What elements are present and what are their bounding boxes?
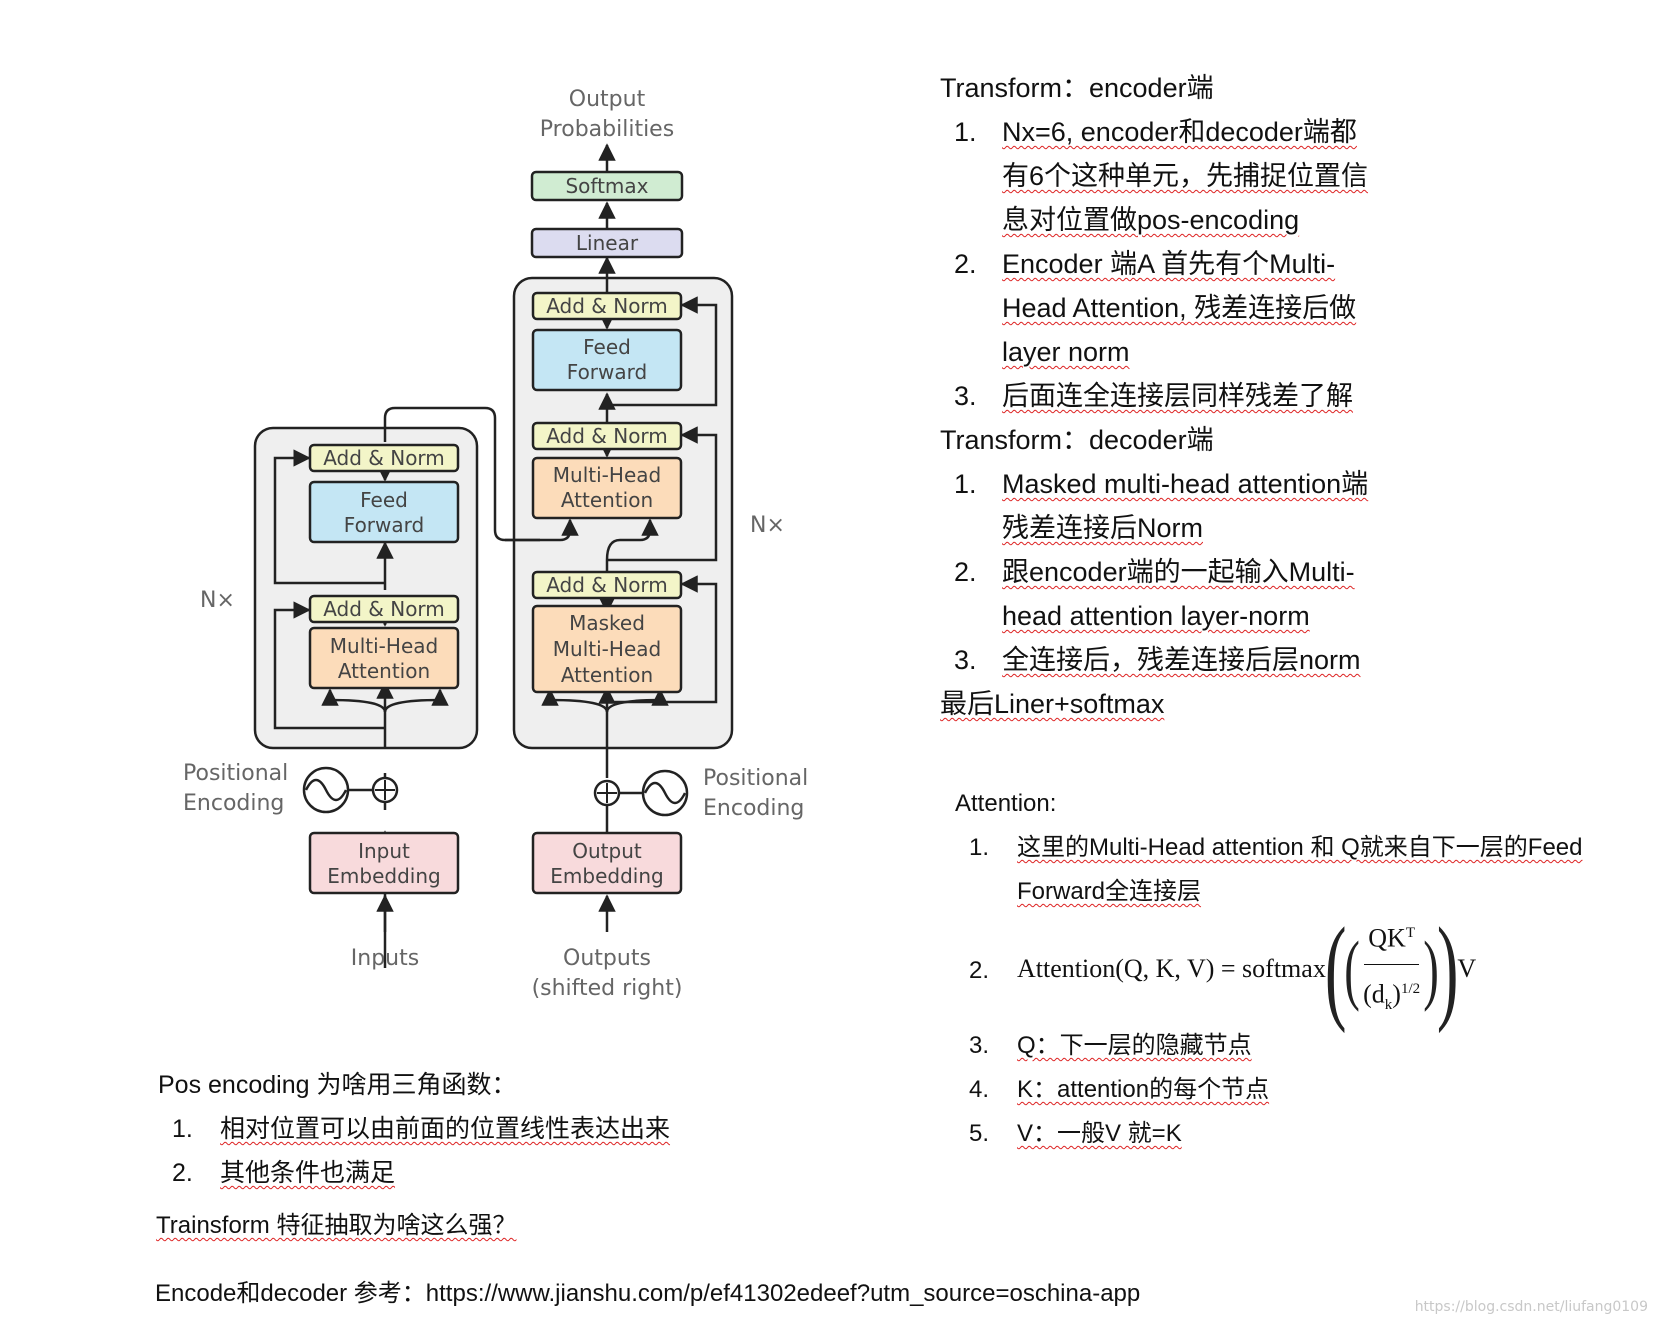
output-embedding-label-2: Embedding (550, 864, 663, 888)
list-item: 1.Nx=6, encoder和decoder端都有6个这种单元，先捕捉位置信息… (954, 117, 1369, 235)
encoder-heading: Transform：encoder端 (940, 73, 1214, 103)
list-item: 3.Q：下一层的隐藏节点 (969, 1032, 1252, 1059)
output-probabilities-label-2: Probabilities (540, 117, 674, 142)
decoder-mha-label-1: Multi-Head (553, 463, 661, 487)
list-item-formula: 2. Attention(Q, K, V) = softmax ( ( QKT … (969, 903, 1477, 1034)
decoder-nx-label: N× (750, 513, 785, 538)
pos-list: 1.相对位置可以由前面的位置线性表达出来 2.其他条件也满足 (158, 1107, 858, 1195)
encoder-feed-forward (308, 480, 460, 544)
attention-note-4: K：attention的每个节点 (1017, 1076, 1270, 1103)
pos-heading: Pos encoding 为啥用三角函数： (158, 1071, 517, 1099)
reference-link: Encode和decoder 参考：https://www.jianshu.co… (155, 1280, 1141, 1307)
decoder-add-norm-bottom-label: Add & Norm (546, 573, 668, 597)
pos-note-2: 其他条件也满足 (220, 1159, 396, 1187)
output-embedding (531, 831, 683, 895)
outputs-label-2: (shifted right) (532, 976, 683, 1001)
pos-note-1: 相对位置可以由前面的位置线性表达出来 (220, 1115, 671, 1143)
encoder-add-norm-top (308, 443, 460, 473)
decoder-feed-forward (531, 328, 683, 392)
softmax-label: Softmax (565, 174, 648, 198)
inputs-label: Inputs (351, 946, 419, 971)
encoder-feed-forward-label-2: Forward (344, 513, 424, 537)
list-item: 5.V：一般V 就=K (969, 1120, 1182, 1147)
decoder-add-norm-top (531, 291, 683, 321)
encoder-multi-head-attention (308, 626, 460, 690)
formula-fraction: QKT (dk)1/2 (1363, 911, 1420, 1028)
decoder-note-3: 全连接后，残差连接后层norm (1002, 645, 1361, 675)
softmax-block (530, 170, 684, 202)
watermark: https://blog.csdn.net/liufang0109 (1414, 1299, 1648, 1315)
attention-formula: Attention(Q, K, V) = softmax ( ( QKT (dk… (1017, 903, 1477, 1034)
input-embedding-label-1: Input (358, 839, 410, 863)
input-embedding-label-2: Embedding (327, 864, 440, 888)
linear-block (530, 227, 684, 259)
decoder-add-norm-top-label: Add & Norm (546, 294, 668, 318)
encoder-pos-enc-label-1: Positional (183, 761, 288, 786)
input-embedding (308, 831, 460, 895)
decoder-list: 1.Masked multi-head attention端 残差连接后Norm… (940, 462, 1380, 682)
list-item: 1.这里的Multi-Head attention 和 Q就来自下一层的Feed… (969, 834, 1583, 905)
list-item: 3.后面连全连接层同样残差了解 (954, 381, 1353, 411)
decoder-heading: Transform：decoder端 (940, 425, 1214, 455)
encoder-note-1: Nx=6, encoder和decoder端都有6个这种单元，先捕捉位置信息对位… (1002, 117, 1369, 235)
pos-encoding-notes: Pos encoding 为啥用三角函数： 1.相对位置可以由前面的位置线性表达… (158, 1063, 858, 1195)
attention-note-3: Q：下一层的隐藏节点 (1017, 1032, 1252, 1059)
decoder-add-norm-bottom (531, 570, 683, 600)
encoder-note-3: 后面连全连接层同样残差了解 (1002, 381, 1353, 411)
attention-notes: Attention: 1.这里的Multi-Head attention 和 Q… (955, 782, 1635, 1156)
decoder-add-norm-middle-label: Add & Norm (546, 424, 668, 448)
encoder-add-norm-top-label: Add & Norm (323, 446, 445, 470)
encoder-list: 1.Nx=6, encoder和decoder端都有6个这种单元，先捕捉位置信息… (940, 110, 1380, 418)
list-item: 1.Masked multi-head attention端 残差连接后Norm (954, 469, 1369, 543)
outputs-label-1: Outputs (563, 946, 651, 971)
attention-note-5: V：一般V 就=K (1017, 1120, 1182, 1147)
encoder-mha-label-2: Attention (338, 659, 430, 683)
decoder-feed-forward-label-2: Forward (567, 360, 647, 384)
list-item: 2.其他条件也满足 (172, 1159, 396, 1187)
encoder-note-2: Encoder 端A 首先有个Multi-Head Attention, 残差连… (1002, 249, 1357, 367)
masked-mha-label-1: Masked (569, 611, 645, 635)
masked-mha-label-3: Attention (561, 663, 653, 687)
decoder-feed-forward-label-1: Feed (583, 335, 631, 359)
list-item: 4.K：attention的每个节点 (969, 1076, 1270, 1103)
decoder-multi-head-attention (531, 456, 683, 520)
feature-extraction-question: Trainsform 特征抽取为啥这么强？ (156, 1212, 517, 1239)
list-item: 2.Encoder 端A 首先有个Multi-Head Attention, 残… (954, 249, 1357, 367)
output-probabilities-label-1: Output (569, 87, 646, 112)
transformer-architecture-diagram: Add & Norm Feed Forward Add & Norm Multi… (183, 87, 808, 1001)
encoder-add-norm-bottom (308, 594, 460, 624)
decoder-note-2: 跟encoder端的一起输入Multi-head attention layer… (1002, 557, 1355, 631)
decoder-mha-label-2: Attention (561, 488, 653, 512)
list-item: 3.全连接后，残差连接后层norm (954, 645, 1361, 675)
decoder-add-norm-middle (531, 421, 683, 451)
decoder-footer: 最后Liner+softmax (940, 689, 1165, 719)
encoder-stack-frame (253, 426, 479, 750)
attention-heading: Attention: (955, 790, 1057, 817)
encoder-decoder-notes: Transform：encoder端 1.Nx=6, encoder和decod… (940, 66, 1380, 726)
attention-list: 1.这里的Multi-Head attention 和 Q就来自下一层的Feed… (955, 826, 1635, 1156)
list-item: 2.跟encoder端的一起输入Multi-head attention lay… (954, 557, 1355, 631)
masked-mha-label-2: Multi-Head (553, 637, 661, 661)
decoder-pos-enc-label-1: Positional (703, 766, 808, 791)
encoder-add-norm-bottom-label: Add & Norm (323, 597, 445, 621)
decoder-pos-enc-label-2: Encoding (703, 796, 804, 821)
decoder-note-1: Masked multi-head attention端 残差连接后Norm (1002, 469, 1369, 543)
decoder-masked-multi-head-attention (531, 604, 683, 694)
encoder-pos-enc-label-2: Encoding (183, 791, 284, 816)
attention-note-1: 这里的Multi-Head attention 和 Q就来自下一层的Feed F… (1017, 834, 1583, 905)
encoder-nx-label: N× (200, 588, 235, 613)
list-item: 1.相对位置可以由前面的位置线性表达出来 (172, 1115, 671, 1143)
linear-label: Linear (576, 231, 639, 255)
output-embedding-label-1: Output (572, 839, 642, 863)
encoder-feed-forward-label-1: Feed (360, 488, 408, 512)
encoder-mha-label-1: Multi-Head (330, 634, 438, 658)
